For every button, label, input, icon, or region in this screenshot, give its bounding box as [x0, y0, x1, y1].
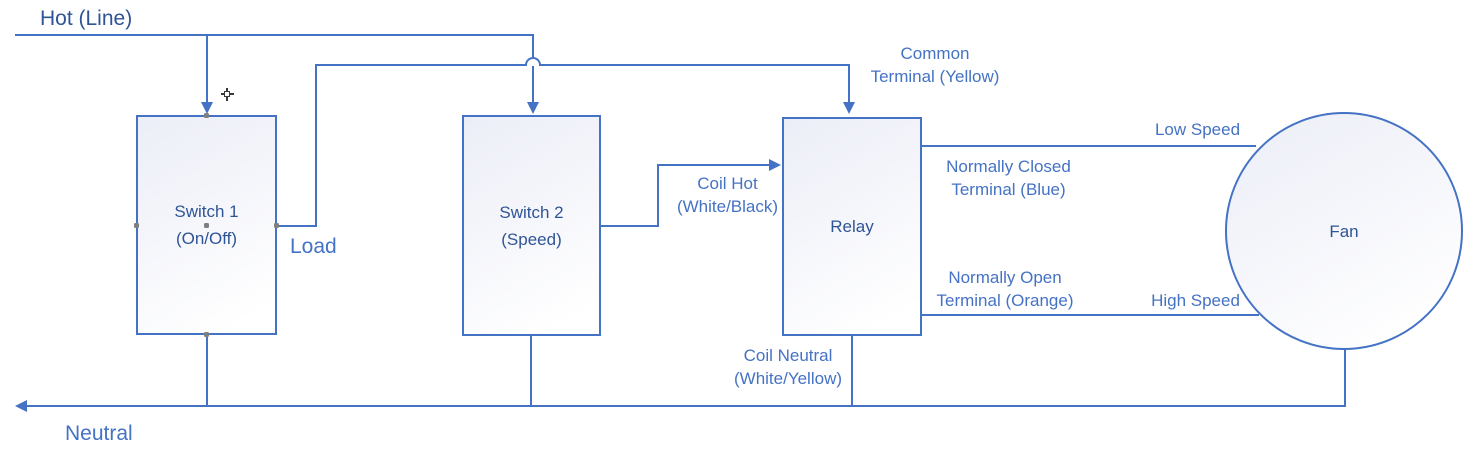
- wire-segment: [851, 336, 853, 406]
- switch2-box[interactable]: Switch 2 (Speed): [462, 115, 601, 336]
- connection-point-dot: [204, 113, 209, 118]
- fan-label: Fan: [1329, 221, 1359, 241]
- arrowhead-down-icon: [201, 102, 213, 114]
- wire-segment: [541, 64, 849, 66]
- arrowhead-right-icon: [769, 159, 781, 171]
- low-speed-label: Low Speed: [1154, 120, 1241, 139]
- crosshair-cursor-icon: [224, 91, 230, 97]
- wire-hop-icon: [525, 57, 541, 66]
- hot-line-label: Hot (Line): [40, 7, 133, 30]
- wire-segment: [206, 34, 208, 103]
- wire-segment: [1344, 349, 1346, 406]
- high-speed-label: High Speed: [1151, 291, 1240, 310]
- wire-segment: [532, 34, 534, 103]
- wire-segment: [922, 314, 1259, 316]
- wire-segment: [922, 145, 1256, 147]
- load-label: Load: [290, 235, 337, 258]
- wire-segment: [530, 336, 532, 406]
- arrowhead-down-icon: [843, 102, 855, 114]
- switch2-label: Switch 2 (Speed): [499, 202, 564, 249]
- wire-segment: [657, 164, 659, 227]
- relay-label: Relay: [830, 217, 874, 236]
- wire-segment: [848, 64, 850, 103]
- switch1-label: Switch 1 (On/Off): [174, 202, 239, 248]
- wire-segment: [206, 335, 208, 406]
- normally-closed-terminal-label: Normally Closed Terminal (Blue): [946, 157, 1071, 199]
- arrowhead-down-icon: [527, 102, 539, 114]
- wire-segment: [315, 64, 526, 66]
- fan-circle[interactable]: Fan: [1225, 112, 1463, 350]
- normally-open-terminal-label: Normally Open Terminal (Orange): [936, 268, 1074, 310]
- connection-point-dot: [204, 332, 209, 337]
- connection-point-dot: [274, 223, 279, 228]
- wire-segment: [15, 34, 534, 36]
- arrowhead-left-icon: [15, 400, 27, 412]
- wire-segment: [277, 225, 317, 227]
- neutral-label: Neutral: [65, 422, 133, 445]
- wire-segment: [601, 225, 659, 227]
- connection-point-dot: [204, 223, 209, 228]
- common-terminal-label: Common Terminal (Yellow): [870, 44, 1000, 86]
- connection-point-dot: [134, 223, 139, 228]
- wire-segment: [26, 405, 1346, 407]
- coil-hot-label: Coil Hot (White/Black): [676, 174, 779, 216]
- wire-segment: [657, 164, 770, 166]
- relay-box[interactable]: Relay: [782, 117, 922, 336]
- wire-segment: [315, 64, 317, 227]
- coil-neutral-label: Coil Neutral (White/Yellow): [733, 346, 843, 388]
